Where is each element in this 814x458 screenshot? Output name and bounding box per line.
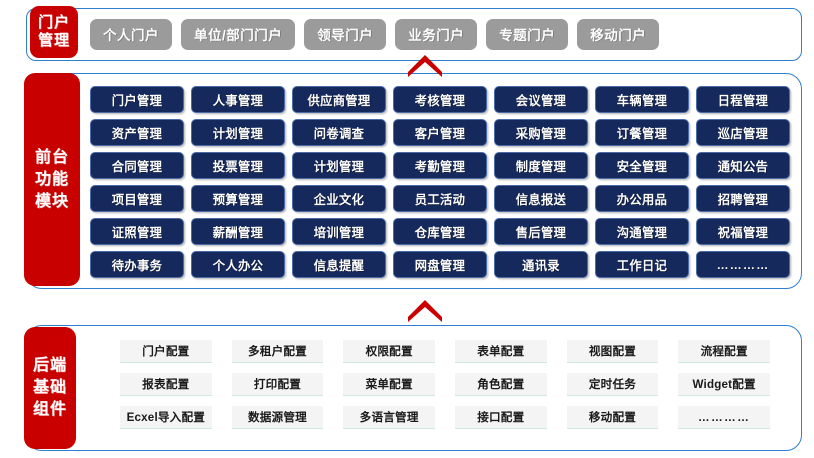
module-button[interactable]: 问卷调查 xyxy=(292,119,386,146)
backend-button[interactable]: Ecxel导入配置 xyxy=(120,406,212,429)
module-button[interactable]: 售后管理 xyxy=(494,218,588,245)
module-button[interactable]: 薪酬管理 xyxy=(191,218,285,245)
backend-label-line-3: 组件 xyxy=(32,401,67,418)
backend-label-line-1: 后端 xyxy=(32,357,67,374)
backend-section-label: 后端 基础 组件 xyxy=(24,327,76,449)
module-button[interactable]: 企业文化 xyxy=(292,185,386,212)
module-button[interactable]: 合同管理 xyxy=(90,152,184,179)
module-button[interactable]: 祝福管理 xyxy=(696,218,790,245)
backend-button[interactable]: 角色配置 xyxy=(454,373,547,396)
module-button[interactable]: 员工活动 xyxy=(393,185,487,212)
module-button[interactable]: 待办事务 xyxy=(90,251,184,278)
module-button[interactable]: 巡店管理 xyxy=(696,119,790,146)
module-button-grid: 门户管理 人事管理 供应商管理 考核管理 会议管理 车辆管理 日程管理 资产管理… xyxy=(90,86,790,282)
module-button[interactable]: 订餐管理 xyxy=(595,119,689,146)
portal-button-personal[interactable]: 个人门户 xyxy=(90,18,172,50)
module-button[interactable]: 预算管理 xyxy=(191,185,285,212)
portal-button-row: 个人门户 单位/部门门户 领导门户 业务门户 专题门户 移动门户 xyxy=(90,17,790,51)
backend-button[interactable]: 接口配置 xyxy=(454,406,547,429)
module-button[interactable]: 计划管理 xyxy=(292,152,386,179)
module-button[interactable]: 投票管理 xyxy=(191,152,285,179)
backend-button[interactable]: 菜单配置 xyxy=(343,373,435,396)
module-button[interactable]: 制度管理 xyxy=(494,152,588,179)
module-button[interactable]: 安全管理 xyxy=(595,152,689,179)
module-button[interactable]: 沟通管理 xyxy=(595,218,689,245)
module-button[interactable]: 培训管理 xyxy=(292,218,386,245)
backend-button[interactable]: 视图配置 xyxy=(566,340,659,363)
module-button[interactable]: 证照管理 xyxy=(90,218,184,245)
portal-button-leader[interactable]: 领导门户 xyxy=(304,18,387,50)
backend-button[interactable]: 多租户配置 xyxy=(231,340,324,363)
module-button[interactable]: 供应商管理 xyxy=(292,86,386,113)
module-button[interactable]: 资产管理 xyxy=(90,119,184,146)
chevron-up-icon-backend xyxy=(408,300,442,322)
module-button[interactable]: 项目管理 xyxy=(90,185,184,212)
backend-button[interactable]: 门户配置 xyxy=(120,340,212,363)
backend-button-more[interactable]: ………… xyxy=(678,406,770,429)
module-button[interactable]: 计划管理 xyxy=(191,119,285,146)
module-button[interactable]: 工作日记 xyxy=(595,251,689,278)
module-button[interactable]: 网盘管理 xyxy=(393,251,487,278)
portal-label-line-1: 门户 xyxy=(37,14,70,31)
backend-button[interactable]: 多语言管理 xyxy=(343,406,435,429)
module-button[interactable]: 信息提醒 xyxy=(292,251,386,278)
portal-button-mobile[interactable]: 移动门户 xyxy=(577,18,660,50)
backend-button[interactable]: 定时任务 xyxy=(566,373,659,396)
backend-button[interactable]: 报表配置 xyxy=(120,373,212,396)
module-button[interactable]: 考核管理 xyxy=(393,86,487,113)
portal-button-department[interactable]: 单位/部门门户 xyxy=(181,18,296,50)
module-button[interactable]: 门户管理 xyxy=(90,86,184,113)
modules-label-line-3: 模块 xyxy=(34,192,69,210)
portal-section-label: 门户 管理 xyxy=(30,6,78,58)
module-button[interactable]: 客户管理 xyxy=(393,119,487,146)
modules-label-line-2: 功能 xyxy=(34,170,69,188)
module-button[interactable]: 日程管理 xyxy=(696,86,790,113)
module-button[interactable]: 会议管理 xyxy=(494,86,588,113)
backend-button[interactable]: 权限配置 xyxy=(343,340,435,363)
module-button-more[interactable]: ………… xyxy=(696,251,790,278)
module-button[interactable]: 考勤管理 xyxy=(393,152,487,179)
backend-button[interactable]: Widget配置 xyxy=(678,373,770,396)
module-button[interactable]: 信息报送 xyxy=(494,185,588,212)
modules-label-line-1: 前台 xyxy=(34,148,69,166)
module-button[interactable]: 个人办公 xyxy=(191,251,285,278)
chevron-up-icon-portal xyxy=(408,55,442,77)
module-button[interactable]: 车辆管理 xyxy=(595,86,689,113)
portal-button-business[interactable]: 业务门户 xyxy=(395,18,478,50)
portal-label-line-2: 管理 xyxy=(37,32,70,49)
module-button[interactable]: 采购管理 xyxy=(494,119,588,146)
backend-button-grid: 门户配置 多租户配置 权限配置 表单配置 视图配置 流程配置 报表配置 打印配置… xyxy=(120,340,770,440)
module-button[interactable]: 人事管理 xyxy=(191,86,285,113)
portal-button-topic[interactable]: 专题门户 xyxy=(486,18,569,50)
module-button[interactable]: 招聘管理 xyxy=(696,185,790,212)
backend-button[interactable]: 数据源管理 xyxy=(231,406,324,429)
backend-label-line-2: 基础 xyxy=(32,379,67,396)
backend-button[interactable]: 流程配置 xyxy=(678,340,770,363)
module-button[interactable]: 仓库管理 xyxy=(393,218,487,245)
modules-section-label: 前台 功能 模块 xyxy=(24,73,80,286)
module-button[interactable]: 通知公告 xyxy=(696,152,790,179)
backend-button[interactable]: 表单配置 xyxy=(454,340,547,363)
backend-button[interactable]: 移动配置 xyxy=(566,406,659,429)
module-button[interactable]: 通讯录 xyxy=(494,251,588,278)
module-button[interactable]: 办公用品 xyxy=(595,185,689,212)
backend-button[interactable]: 打印配置 xyxy=(231,373,324,396)
